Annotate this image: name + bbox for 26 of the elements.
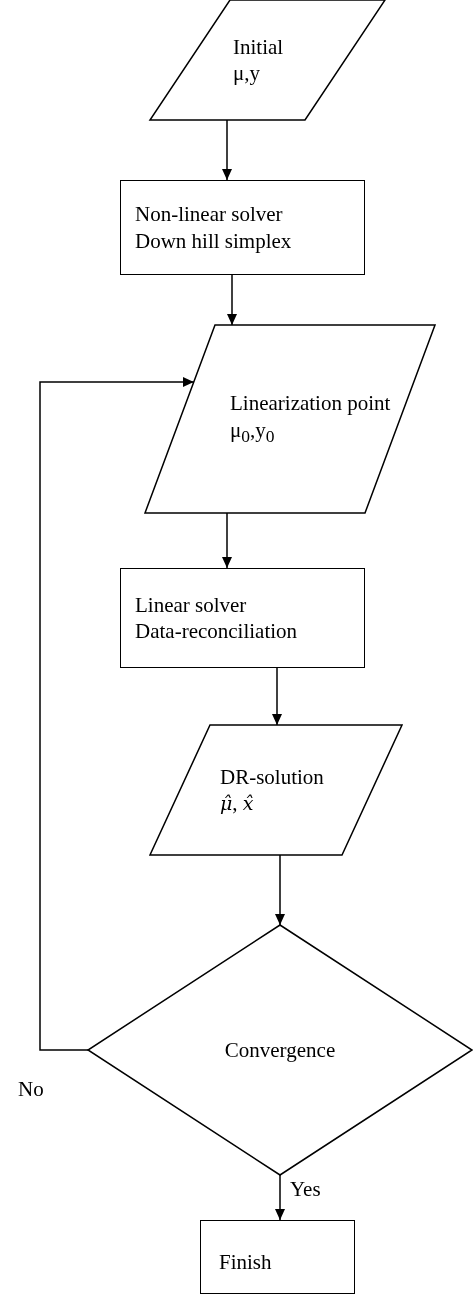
node-text: Non-linear solver — [135, 201, 283, 228]
arrow — [272, 667, 282, 726]
data-parallelogram — [150, 725, 402, 855]
arrow — [39, 377, 195, 1051]
data-parallelogram — [150, 0, 385, 120]
arrow — [275, 1174, 285, 1221]
arrow — [222, 512, 232, 569]
process-box — [120, 568, 365, 668]
node-text: Initial — [233, 33, 284, 60]
arrow — [275, 854, 285, 926]
node-text: DR-solution — [220, 763, 324, 790]
arrow — [227, 274, 237, 326]
node-text: μ$_{0}$,y$_{0}$ — [230, 416, 275, 448]
process-box — [200, 1220, 355, 1294]
data-parallelogram — [145, 325, 435, 513]
node-text: Convergence — [224, 1036, 336, 1064]
node-text: Linear solver — [135, 591, 247, 618]
node-text: Down hill simplex — [135, 227, 292, 254]
process-box — [120, 180, 365, 275]
node-text: Data-reconciliation — [135, 618, 298, 645]
decision-diamond — [88, 925, 472, 1175]
node-text: μ̂, x̂ — [220, 790, 254, 817]
node-text: Finish — [219, 1248, 272, 1276]
node-text: Linearization point — [230, 390, 391, 417]
arrow — [222, 119, 232, 181]
node-text: μ,y — [233, 60, 260, 87]
